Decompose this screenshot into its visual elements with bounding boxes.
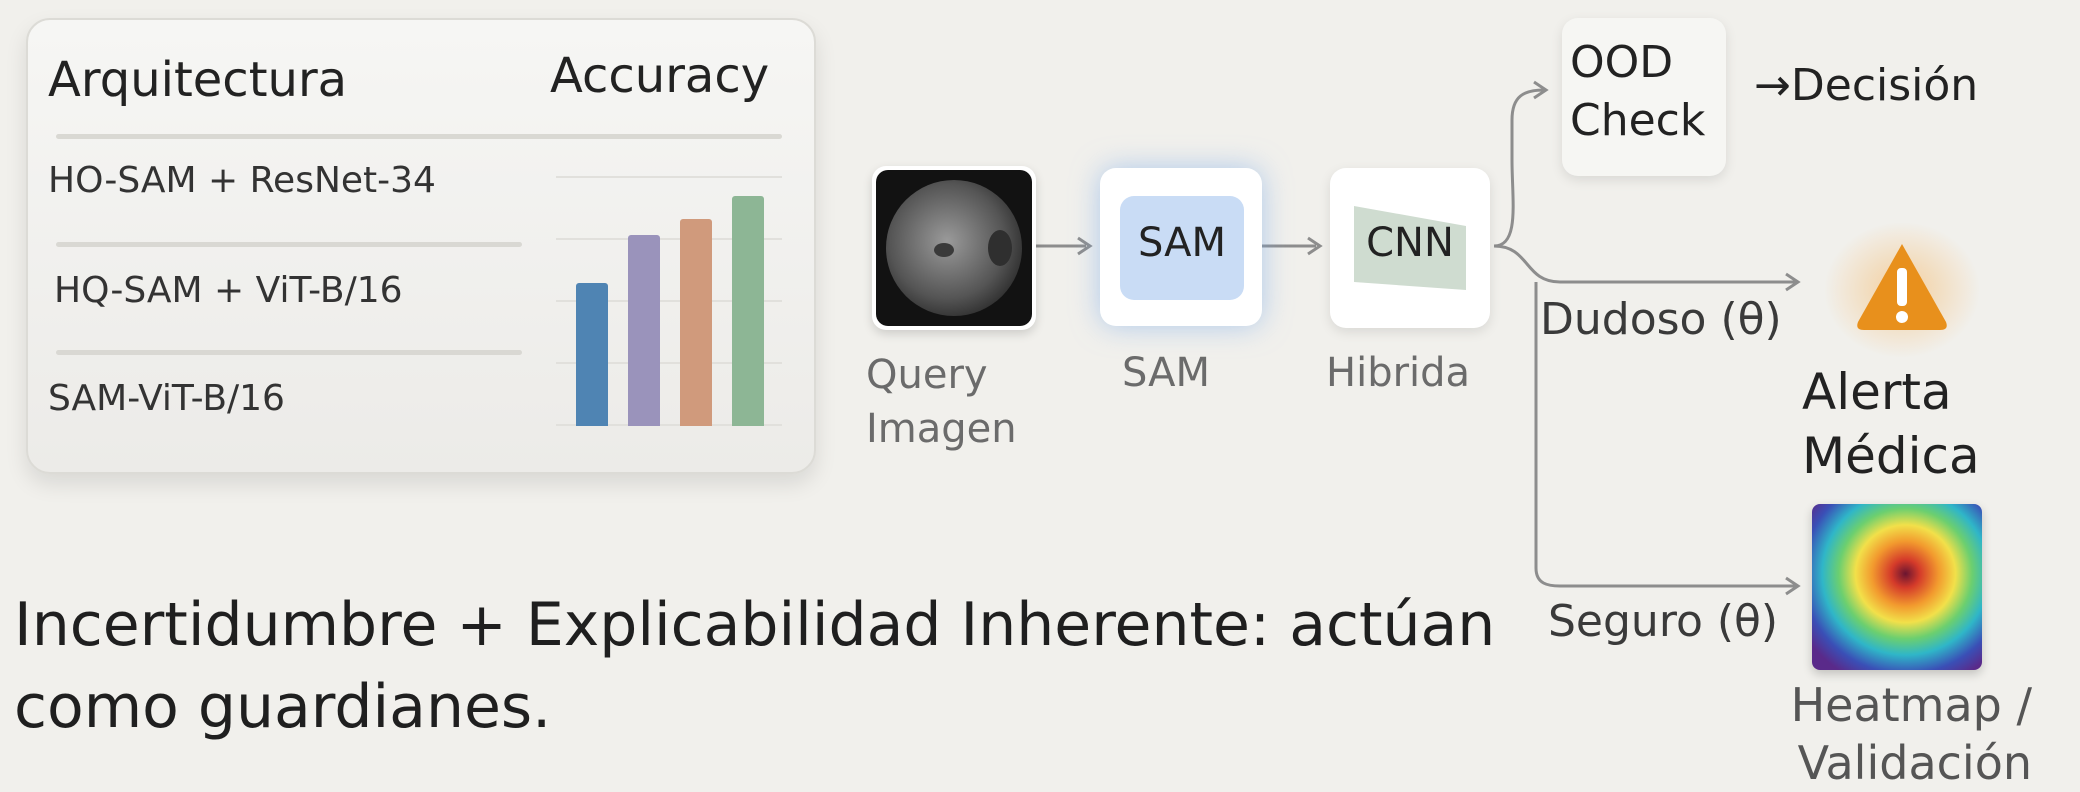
query-caption: Query Imagen (866, 352, 1017, 452)
row-divider (56, 242, 522, 247)
cnn-caption: Hibrida (1326, 350, 1471, 396)
table-row-label: HQ-SAM + ViT-B/16 (54, 270, 403, 311)
retina-image-icon (876, 170, 1032, 326)
accuracy-bar (732, 196, 764, 426)
seguro-label: Seguro (θ) (1548, 596, 1779, 647)
sam-box-label: SAM (1137, 220, 1226, 266)
header-divider (56, 134, 782, 139)
decision-label: →Decisión (1754, 60, 1979, 111)
arrow-cnn-ood (1493, 88, 1545, 248)
accuracy-bar (680, 219, 712, 426)
alerta-label: Alerta Médica (1802, 363, 1980, 485)
accuracy-bar (628, 235, 660, 426)
accuracy-bar-chart (556, 176, 782, 426)
conclusion-text: Incertidumbre + Explicabilidad Inherente… (14, 584, 1495, 748)
sam-fill (1120, 196, 1244, 300)
table-row-label: SAM-ViT-B/16 (48, 378, 285, 419)
conclusion-line-2: como guardianes. (14, 672, 552, 742)
cnn-shape-icon (1354, 206, 1466, 290)
arrow-head (1785, 576, 1801, 596)
sam-node: SAM (1100, 168, 1262, 326)
dudoso-label: Dudoso (θ) (1540, 294, 1782, 345)
query-image-frame (872, 166, 1036, 330)
conclusion-line-1: Incertidumbre + Explicabilidad Inherente… (14, 590, 1496, 660)
heatmap-thumbnail (1812, 504, 1982, 670)
cnn-node: CNN (1330, 168, 1490, 328)
arrow-head (1533, 80, 1549, 100)
ood-label-line: Check (1570, 95, 1706, 146)
cnn-box-label: CNN (1366, 220, 1454, 266)
arrow-cnn-alerta (1493, 244, 1796, 284)
table-row-label: HO-SAM + ResNet-34 (48, 160, 436, 201)
heatmap-caption: Heatmap / Validación (1790, 678, 2032, 790)
sam-caption: SAM (1122, 350, 1211, 396)
row-divider (56, 350, 522, 355)
arrow-head (1785, 272, 1801, 292)
heatmap-icon (1812, 504, 1982, 670)
warning-icon (1822, 220, 1982, 360)
header-architecture: Arquitectura (48, 52, 348, 108)
header-accuracy: Accuracy (550, 48, 770, 104)
arrow-head (1077, 236, 1093, 256)
accuracy-bar (576, 283, 608, 426)
arrow-head (1307, 236, 1323, 256)
ood-label-line: OOD (1570, 37, 1674, 88)
arrow-cnn-heatmap (1534, 282, 1796, 588)
ood-check-node: OOD Check (1562, 18, 1726, 176)
